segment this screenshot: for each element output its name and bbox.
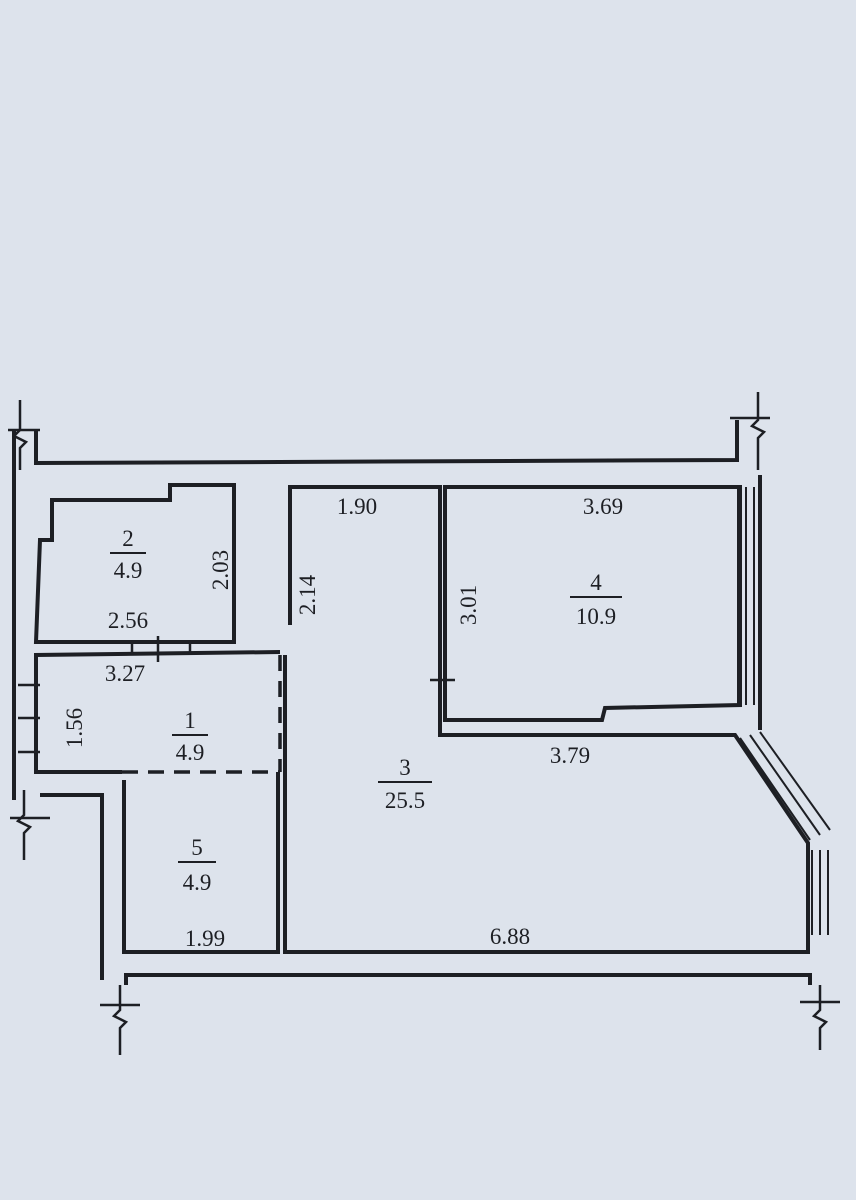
dimension-3-79: 3.79 bbox=[550, 743, 590, 768]
room-4-walls bbox=[443, 485, 742, 722]
dimension-2-03: 2.03 bbox=[208, 550, 233, 590]
room-label-3: 3 25.5 bbox=[378, 755, 432, 813]
dimension-1-99: 1.99 bbox=[185, 926, 225, 951]
window-room-3-right bbox=[811, 850, 829, 935]
break-mark-top-left bbox=[11, 400, 29, 470]
room-5-walls bbox=[122, 772, 280, 954]
break-marks bbox=[8, 392, 840, 1055]
dimension-2-14: 2.14 bbox=[295, 574, 320, 615]
dimension-1-90: 1.90 bbox=[337, 494, 377, 519]
dimension-6-88: 6.88 bbox=[490, 924, 530, 949]
room-label-5: 5 4.9 bbox=[178, 835, 216, 895]
svg-text:4: 4 bbox=[590, 570, 602, 595]
break-mark-bottom-right bbox=[811, 985, 829, 1050]
window-room-4 bbox=[737, 487, 755, 705]
svg-text:2: 2 bbox=[122, 526, 134, 551]
svg-text:4.9: 4.9 bbox=[176, 740, 205, 765]
break-mark-bottom-left bbox=[111, 985, 129, 1055]
room-label-2: 2 4.9 bbox=[110, 526, 146, 583]
dimension-3-69: 3.69 bbox=[583, 494, 623, 519]
svg-text:4.9: 4.9 bbox=[183, 870, 212, 895]
svg-text:1: 1 bbox=[184, 708, 196, 733]
window-room-3-diagonal bbox=[739, 731, 831, 841]
svg-text:10.9: 10.9 bbox=[576, 604, 616, 629]
room-2-walls bbox=[33, 483, 236, 644]
windows bbox=[737, 487, 831, 935]
svg-text:3: 3 bbox=[399, 755, 411, 780]
outer-walls bbox=[12, 420, 812, 985]
dimension-3-27: 3.27 bbox=[105, 661, 145, 686]
room-label-1: 1 4.9 bbox=[172, 708, 208, 765]
room-label-4: 4 10.9 bbox=[570, 570, 622, 629]
break-mark-left-lower bbox=[15, 790, 33, 860]
dimension-3-01: 3.01 bbox=[456, 585, 481, 625]
dimension-1-56: 1.56 bbox=[62, 708, 87, 748]
dimension-2-56: 2.56 bbox=[108, 608, 148, 633]
svg-text:25.5: 25.5 bbox=[385, 788, 425, 813]
svg-text:5: 5 bbox=[191, 835, 203, 860]
break-mark-top-right bbox=[749, 392, 767, 470]
svg-text:4.9: 4.9 bbox=[114, 558, 143, 583]
room-3-walls bbox=[283, 485, 810, 954]
